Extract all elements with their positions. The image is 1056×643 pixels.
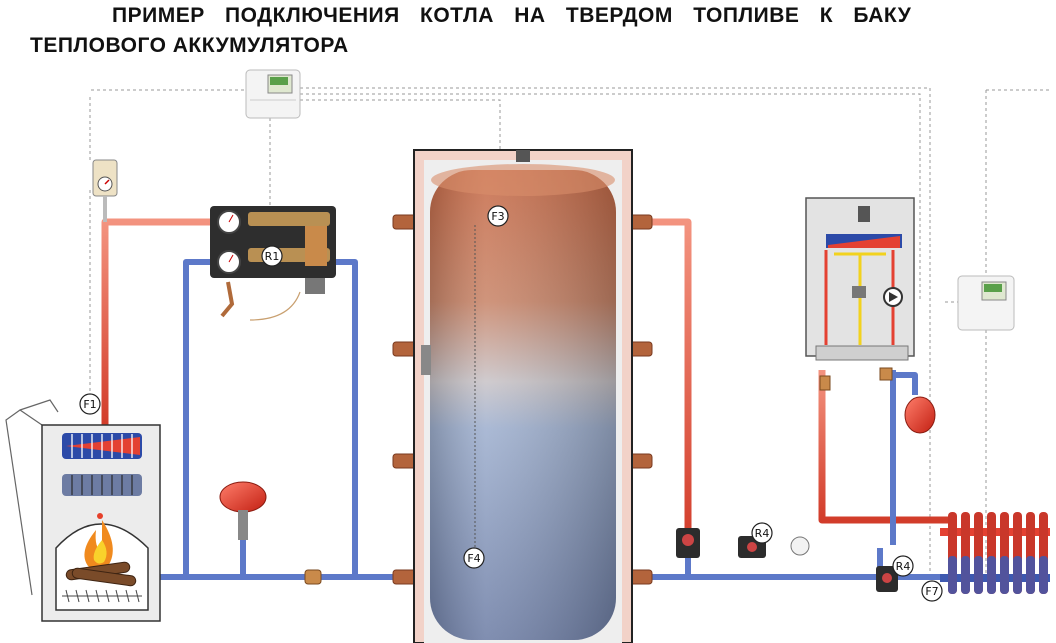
svg-text:F7: F7 (925, 585, 938, 598)
thermometer-icon (92, 159, 118, 222)
radiator (940, 512, 1050, 594)
heat-accumulator-tank (413, 149, 633, 643)
fittings (304, 367, 893, 585)
label-r1: R1 (261, 245, 283, 267)
logs-icon (65, 561, 137, 587)
gas-boiler (805, 197, 915, 361)
svg-text:F4: F4 (467, 552, 480, 565)
label-r4-bottom: R4 (892, 555, 914, 577)
cold-pipes (160, 259, 950, 580)
svg-text:R4: R4 (755, 527, 770, 540)
controller-top (245, 69, 301, 119)
title-line-1: ПРИМЕР ПОДКЛЮЧЕНИЯ КОТЛА НА ТВЕРДОМ ТОПЛ… (112, 4, 912, 27)
pump-r4-top (738, 536, 810, 558)
pump-r4-bottom (876, 566, 898, 592)
svg-text:R1: R1 (265, 250, 280, 263)
title-line-2: ТЕПЛОВОГО АККУМУЛЯТОРА (30, 34, 349, 57)
label-r4-top: R4 (751, 522, 773, 544)
svg-text:F1: F1 (83, 398, 96, 411)
svg-text:R4: R4 (896, 560, 911, 573)
chimney-frame (5, 399, 59, 596)
label-f3: F3 (487, 205, 509, 227)
label-f4: F4 (463, 547, 485, 569)
controller-right (957, 275, 1015, 331)
label-f7: F7 (921, 580, 943, 602)
pump-left-loop (676, 528, 700, 558)
flame-icon (84, 513, 113, 571)
expansion-tank-left (219, 481, 267, 577)
expansion-tank-right (904, 396, 936, 434)
label-f1: F1 (79, 393, 101, 415)
solid-fuel-boiler (41, 424, 161, 622)
svg-text:F3: F3 (491, 210, 504, 223)
